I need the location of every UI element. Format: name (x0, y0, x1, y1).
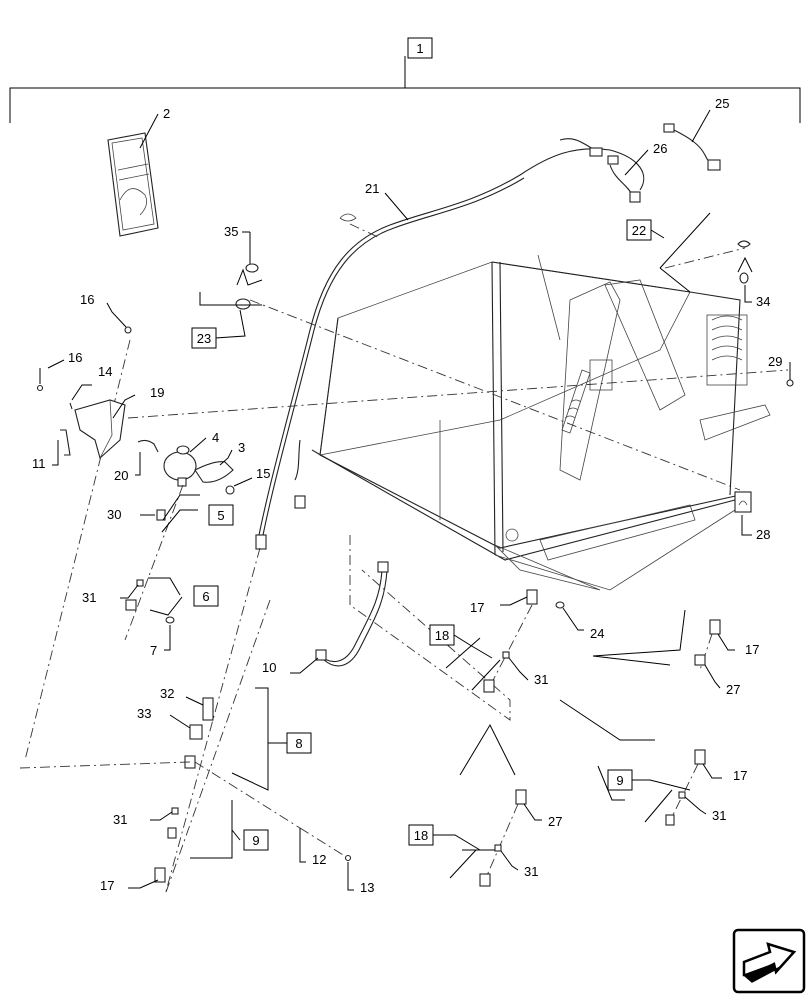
assembly-bracket: 1 (9, 37, 801, 123)
boxed-callout-9b: 9 (616, 773, 623, 788)
center-right-fittings-group: 17 24 18 31 (429, 589, 604, 776)
callout-31a: 31 (82, 590, 96, 605)
callout-3: 3 (238, 440, 245, 455)
callout-19: 19 (150, 385, 164, 400)
callout-17c: 17 (745, 642, 759, 657)
callout-11: 11 (32, 456, 46, 471)
callout-4: 4 (212, 430, 219, 445)
callout-28: 28 (756, 527, 770, 542)
wire-harness-part: 21 (255, 138, 645, 550)
callout-31c: 31 (534, 672, 548, 687)
cab-frame (311, 254, 771, 591)
accumulator-bracket-group: 16 16 14 19 11 20 4 3 15 (32, 292, 270, 495)
lower-center-fittings-group: 27 18 31 (408, 789, 562, 887)
harness-25-part: 25 (663, 96, 729, 171)
boxed-callout-18a: 18 (435, 628, 449, 643)
boxed-callout-18b: 18 (414, 828, 428, 843)
callout-31e: 31 (524, 864, 538, 879)
boxed-callout-9a: 9 (252, 833, 259, 848)
grommet-23-part: 23 (191, 292, 262, 349)
next-page-arrow-icon[interactable] (732, 928, 806, 994)
callout-10: 10 (262, 660, 276, 675)
boxed-callout-5: 5 (217, 508, 224, 523)
callout-29: 29 (768, 354, 782, 369)
callout-13: 13 (360, 880, 374, 895)
callout-1: 1 (416, 41, 423, 56)
grommet-35-part: 35 (224, 224, 263, 286)
callout-30: 30 (107, 507, 121, 522)
callout-17a: 17 (100, 878, 114, 893)
callout-12: 12 (312, 852, 326, 867)
callout-17d: 17 (733, 768, 747, 783)
callout-35: 35 (224, 224, 238, 239)
left-fittings-group: 30 5 31 6 7 (82, 484, 234, 658)
right-fittings-group: 17 27 17 9 31 (559, 609, 759, 826)
hose-10-part: 10 (262, 535, 511, 721)
boxed-callout-8: 8 (295, 736, 302, 751)
callout-21: 21 (365, 181, 379, 196)
boxed-callout-6: 6 (202, 589, 209, 604)
callout-16b: 16 (68, 350, 82, 365)
callout-2: 2 (163, 106, 170, 121)
callout-34: 34 (756, 294, 770, 309)
upper-right-group: 22 34 (626, 212, 770, 309)
callout-31d: 31 (712, 808, 726, 823)
center-fittings-group: 32 33 8 31 9 17 12 13 (19, 547, 374, 896)
callout-27b: 27 (548, 814, 562, 829)
boxed-callout-23: 23 (197, 331, 211, 346)
boxed-callout-22: 22 (632, 223, 646, 238)
callout-27a: 27 (726, 682, 740, 697)
callout-15: 15 (256, 466, 270, 481)
callout-16a: 16 (80, 292, 94, 307)
operator-manual-part: 2 (107, 106, 170, 237)
callout-32: 32 (160, 686, 174, 701)
callout-26: 26 (653, 141, 667, 156)
decal-28-part: 28 (734, 491, 770, 542)
callout-7: 7 (150, 643, 157, 658)
callout-14: 14 (98, 364, 112, 379)
callout-33: 33 (137, 706, 151, 721)
callout-31b: 31 (113, 812, 127, 827)
callout-24: 24 (590, 626, 604, 641)
callout-17b: 17 (470, 600, 484, 615)
callout-20: 20 (114, 468, 128, 483)
callout-25: 25 (715, 96, 729, 111)
